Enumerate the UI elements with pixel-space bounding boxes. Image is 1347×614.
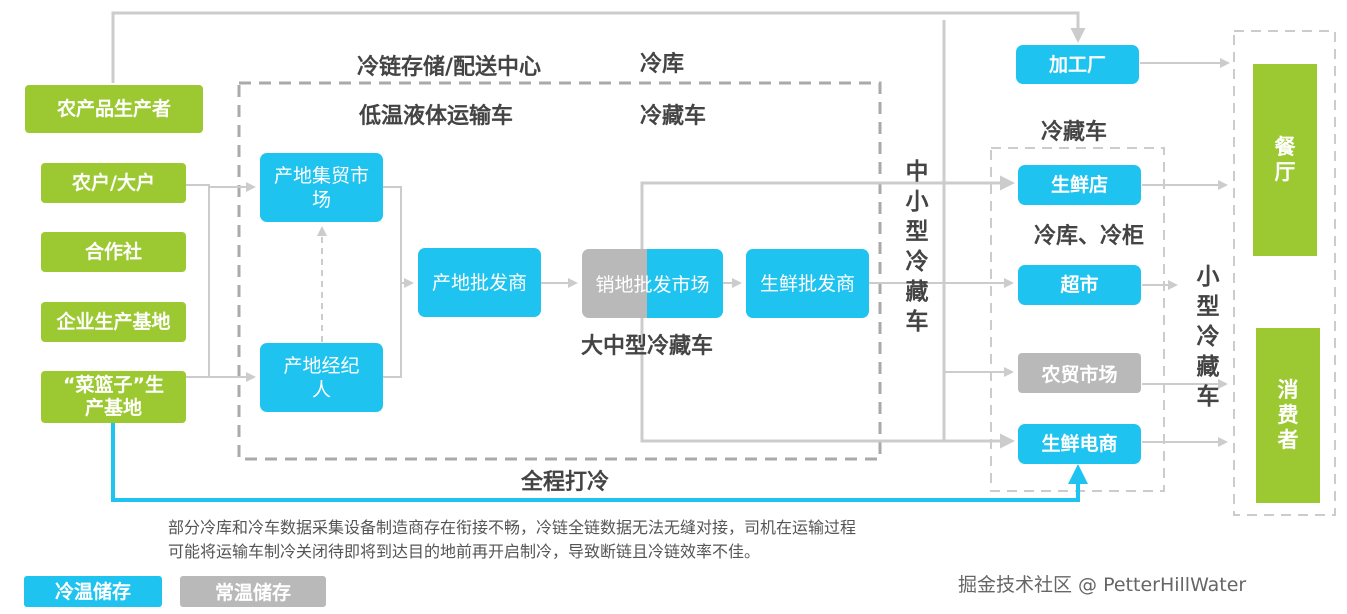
legend-normal-storage: 常温储存 [180, 576, 326, 607]
label-cold-store-cabinet: 冷库、冷柜 [1034, 224, 1145, 249]
endpoint-region [1233, 30, 1336, 516]
retail-farmers-market: 农贸市场 [1018, 353, 1141, 393]
retail-fresh-store: 生鲜店 [1018, 165, 1141, 205]
retail-fresh-ecommerce: 生鲜电商 [1018, 424, 1141, 464]
label-small-reefer: 小型冷藏车 [1196, 264, 1220, 410]
note-line-2: 可能将运输车制冷关闭待即将到达目的地前再开启制冷，导致断链且冷链效率不佳。 [168, 542, 761, 561]
producer-item-enterprise-base: 企业生产基地 [41, 302, 186, 342]
producer-item-cooperative: 合作社 [41, 232, 186, 272]
node-origin-wholesaler: 产地批发商 [418, 248, 541, 317]
cold-storage-region [237, 81, 882, 461]
label-low-temp-truck: 低温液体运输车 [359, 104, 514, 129]
node-fresh-wholesaler: 生鲜批发商 [746, 249, 869, 318]
node-sales-wholesale-market-label: 销地批发市场 [595, 274, 710, 296]
node-origin-market: 产地集贸市场 [260, 153, 383, 222]
label-full-chain-cold: 全程打冷 [521, 470, 610, 495]
watermark: 掘金技术社区 @ PetterHillWater [958, 574, 1247, 596]
label-mid-small-reefer: 中小型冷藏车 [905, 159, 929, 335]
label-cold-store-top: 冷库 [640, 52, 685, 77]
producer-item-farmers: 农户/大户 [41, 163, 186, 203]
endpoint-restaurant-label: 餐厅 [1274, 135, 1296, 184]
node-origin-broker: 产地经纪人 [260, 343, 383, 412]
label-reefer-right: 冷藏车 [1041, 120, 1108, 145]
retail-factory: 加工厂 [1016, 45, 1139, 84]
note-line-1: 部分冷库和冷车数据采集设备制造商存在衔接不畅，冷链全链数据无法无缝对接，司机在运… [168, 518, 857, 537]
endpoint-consumer-label: 消费者 [1277, 378, 1299, 452]
producer-item-vegetable-basket-base: “菜篮子”生产基地 [41, 371, 186, 423]
line-producer-to-factory [111, 11, 1086, 83]
endpoint-restaurant: 餐厅 [1253, 64, 1317, 256]
legend-cold-storage: 冷温储存 [24, 576, 162, 607]
label-large-reefer: 大中型冷藏车 [581, 334, 714, 359]
retail-supermarket: 超市 [1018, 265, 1141, 305]
producer-main: 农产品生产者 [25, 85, 203, 133]
label-reefer-inner: 冷藏车 [640, 104, 707, 129]
node-sales-wholesale-market: 销地批发市场 [582, 249, 723, 318]
endpoint-consumer: 消费者 [1256, 328, 1320, 503]
line-full-chain-cold [111, 423, 1088, 502]
label-cold-storage-center: 冷链存储/配送中心 [357, 55, 542, 80]
